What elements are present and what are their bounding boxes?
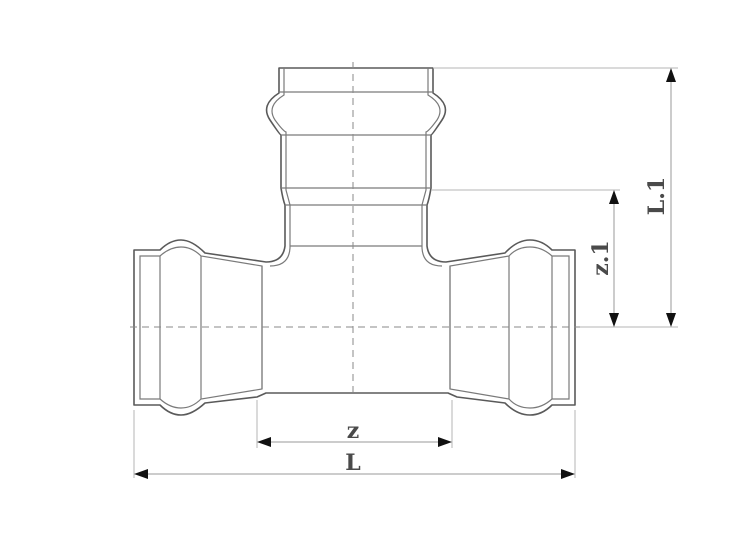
arrow-top [609,190,619,204]
dimension-label-L: L [345,450,360,476]
arrow-bottom [666,313,676,327]
dimension-label-z1: z.1 [588,240,614,275]
dimension-L: L [134,450,575,479]
dimension-label-L1: L.1 [644,177,670,215]
centerlines [130,62,580,392]
dimension-L1: L.1 [644,68,676,327]
arrow-left [134,469,148,479]
extension-lines [133,67,678,478]
branch-bands [279,91,433,247]
dimension-z1: z.1 [588,190,619,327]
arrow-left [257,437,271,447]
arrow-top [666,68,676,82]
dimension-z: z [257,418,452,447]
arrow-right [438,437,452,447]
arrow-bottom [609,313,619,327]
arrow-right [561,469,575,479]
dimension-label-z: z [347,418,360,444]
